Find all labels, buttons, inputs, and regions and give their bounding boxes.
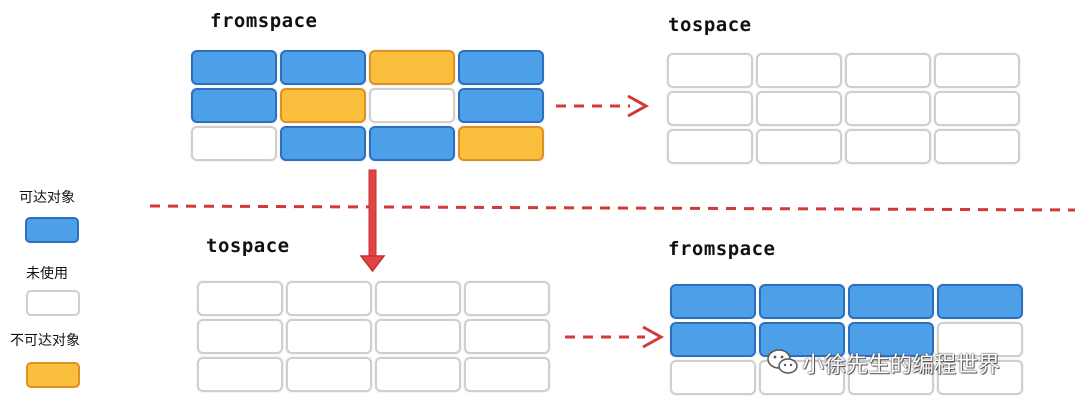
top-right-cell-unused [756, 53, 842, 88]
top-left-cell-unreachable [280, 88, 366, 123]
top-right-cell-unused [845, 129, 931, 164]
bottom-left-cell-unused [375, 357, 461, 392]
top-right-tospace-grid [667, 53, 1020, 164]
bottom-right-cell-reachable [937, 284, 1023, 319]
top-right-cell-unused [756, 91, 842, 126]
top-left-fromspace-grid [191, 50, 544, 161]
bottom-right-title: fromspace [668, 238, 776, 260]
top-left-cell-unused [191, 126, 277, 161]
top-left-cell-reachable [280, 126, 366, 161]
bottom-right-cell-reachable [848, 322, 934, 357]
top-right-cell-unused [756, 129, 842, 164]
bottom-left-cell-unused [286, 281, 372, 316]
legend-unused-label: 未使用 [26, 266, 68, 282]
bottom-right-cell-unused [937, 360, 1023, 395]
legend-reachable-swatch [25, 217, 79, 243]
bottom-right-cell-unused [848, 360, 934, 395]
top-right-cell-unused [934, 91, 1020, 126]
bottom-right-cell-unused [670, 360, 756, 395]
bottom-right-cell-unused [937, 322, 1023, 357]
bottom-left-cell-unused [286, 319, 372, 354]
bottom-right-cell-reachable [848, 284, 934, 319]
top-left-cell-reachable [280, 50, 366, 85]
top-left-cell-unused [369, 88, 455, 123]
bottom-left-cell-unused [197, 281, 283, 316]
bottom-right-cell-reachable [670, 284, 756, 319]
top-right-cell-unused [667, 91, 753, 126]
legend-unreachable-label: 不可达对象 [10, 333, 80, 349]
section-divider [149, 204, 1076, 212]
bottom-left-cell-unused [197, 357, 283, 392]
bottom-dashed-arrowhead [642, 325, 665, 349]
bottom-left-cell-unused [464, 357, 550, 392]
top-right-cell-unused [845, 91, 931, 126]
bottom-left-cell-unused [197, 319, 283, 354]
bottom-left-cell-unused [286, 357, 372, 392]
top-left-cell-reachable [458, 88, 544, 123]
top-left-cell-unreachable [369, 50, 455, 85]
bottom-left-cell-unused [375, 319, 461, 354]
top-left-cell-reachable [191, 50, 277, 85]
bottom-left-cell-unused [464, 319, 550, 354]
bottom-right-cell-reachable [759, 284, 845, 319]
bottom-right-cell-reachable [759, 322, 845, 357]
bottom-left-title: tospace [206, 235, 290, 257]
watermark-text: 小徐先生的编程世界 [802, 353, 1001, 378]
legend-unreachable-swatch [26, 362, 80, 388]
legend-reachable-label: 可达对象 [19, 190, 75, 206]
top-left-cell-reachable [191, 88, 277, 123]
bottom-right-fromspace-grid [670, 284, 1023, 395]
legend-unused-swatch [26, 290, 80, 316]
top-right-cell-unused [934, 53, 1020, 88]
top-right-cell-unused [934, 129, 1020, 164]
bottom-left-tospace-grid [197, 281, 550, 392]
top-right-cell-unused [667, 129, 753, 164]
bottom-left-cell-unused [464, 281, 550, 316]
top-left-title: fromspace [210, 10, 318, 32]
top-left-cell-unreachable [458, 126, 544, 161]
vertical-arrow-shaft [368, 169, 377, 257]
top-left-cell-reachable [458, 50, 544, 85]
bottom-right-cell-reachable [670, 322, 756, 357]
top-left-cell-reachable [369, 126, 455, 161]
top-dashed-arrowhead [627, 94, 650, 118]
watermark: 小徐先生的编程世界 [766, 345, 1066, 378]
bottom-left-cell-unused [375, 281, 461, 316]
wechat-icon [767, 349, 798, 374]
top-right-title: tospace [668, 14, 752, 36]
top-right-cell-unused [667, 53, 753, 88]
top-right-cell-unused [845, 53, 931, 88]
vertical-arrowhead [359, 255, 386, 273]
